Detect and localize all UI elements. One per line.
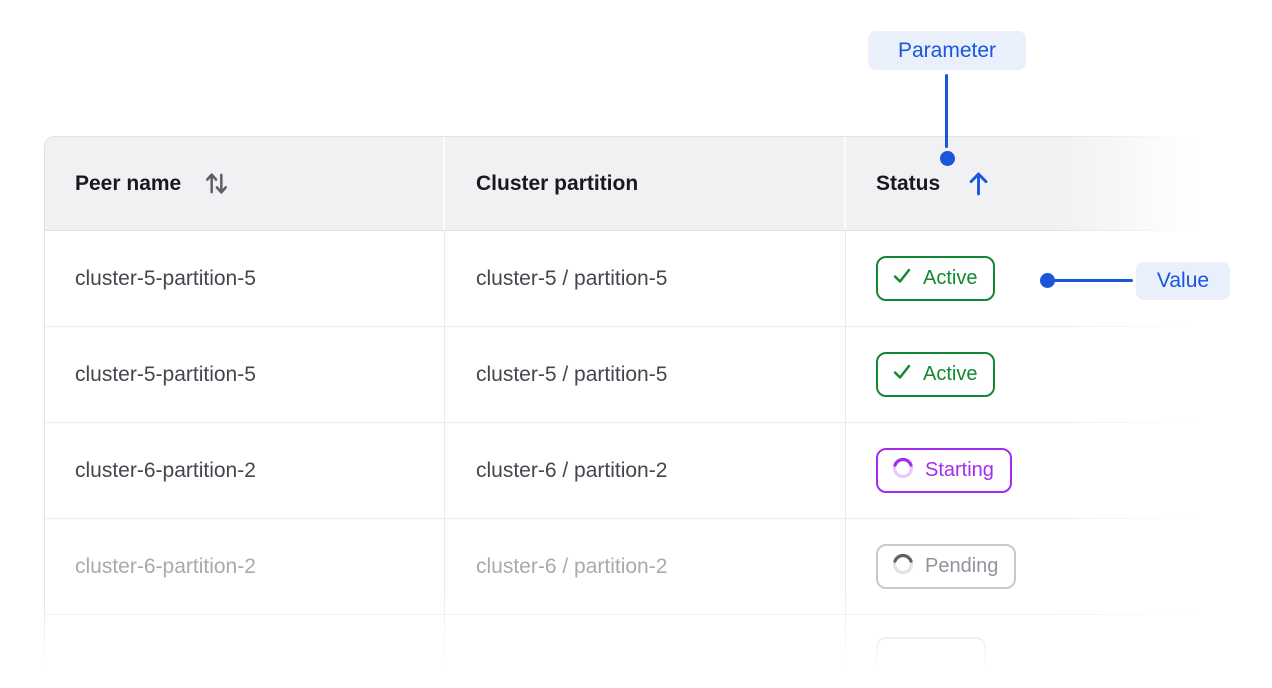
- status-header-label: Status: [876, 171, 941, 195]
- value-connector-line: [1052, 279, 1133, 282]
- status-badge-label: Active: [923, 363, 978, 385]
- check-icon: [891, 265, 913, 293]
- column-header-cluster-partition[interactable]: Cluster partition: [445, 137, 846, 230]
- column-header-peer-name[interactable]: Peer name: [45, 137, 445, 230]
- peers-table: Peer name Cluster partition Status: [44, 136, 1205, 688]
- status-badge-active: Active: [876, 256, 996, 301]
- value-annotation-label: Value: [1136, 262, 1230, 300]
- parameter-connector-dot: [940, 151, 955, 166]
- value-connector-dot: [1040, 273, 1055, 288]
- peer-name-cell: cluster-6-partition-2: [45, 519, 445, 614]
- peer-name-cell: cluster-5-partition-5: [45, 231, 445, 326]
- peer-name-header-label: Peer name: [75, 171, 182, 195]
- status-badge-pending: Pending: [876, 544, 1017, 589]
- cluster-partition-header-label: Cluster partition: [476, 171, 639, 195]
- cluster-partition-cell: cluster-6 / partition-2: [445, 519, 846, 614]
- check-icon: [891, 361, 913, 389]
- table-row: cluster-5-partition-5 cluster-5 / partit…: [45, 231, 1204, 327]
- status-cell: [846, 615, 1204, 686]
- status-cell: Active: [846, 327, 1204, 422]
- status-cell: Starting: [846, 423, 1204, 518]
- status-badge-starting: Starting: [876, 448, 1012, 493]
- spinner-icon: [891, 456, 915, 486]
- status-badge-label: Active: [923, 267, 978, 289]
- table-row: [45, 615, 1204, 686]
- arrow-up-icon[interactable]: [966, 169, 991, 198]
- status-badge-label: Pending: [925, 555, 999, 577]
- status-badge-active: Active: [876, 352, 996, 397]
- status-badge-label: Starting: [925, 459, 994, 481]
- table-row: cluster-6-partition-2 cluster-6 / partit…: [45, 423, 1204, 519]
- status-badge-empty: [876, 637, 986, 682]
- status-cell: Active: [846, 231, 1204, 326]
- table-row: cluster-6-partition-2 cluster-6 / partit…: [45, 519, 1204, 615]
- cluster-partition-cell: cluster-5 / partition-5: [445, 327, 846, 422]
- cluster-partition-cell: cluster-5 / partition-5: [445, 231, 846, 326]
- status-cell: Pending: [846, 519, 1204, 614]
- cluster-partition-cell: [445, 615, 846, 686]
- sort-both-icon[interactable]: [203, 168, 230, 199]
- cluster-partition-cell: cluster-6 / partition-2: [445, 423, 846, 518]
- peer-name-cell: cluster-5-partition-5: [45, 327, 445, 422]
- spinner-icon: [891, 552, 915, 582]
- parameter-connector-line: [945, 74, 948, 148]
- table-header-row: Peer name Cluster partition Status: [45, 137, 1204, 231]
- parameter-annotation-label: Parameter: [868, 31, 1026, 70]
- peer-name-cell: [45, 615, 445, 686]
- table-row: cluster-5-partition-5 cluster-5 / partit…: [45, 327, 1204, 423]
- column-header-status[interactable]: Status: [846, 137, 1204, 230]
- peer-name-cell: cluster-6-partition-2: [45, 423, 445, 518]
